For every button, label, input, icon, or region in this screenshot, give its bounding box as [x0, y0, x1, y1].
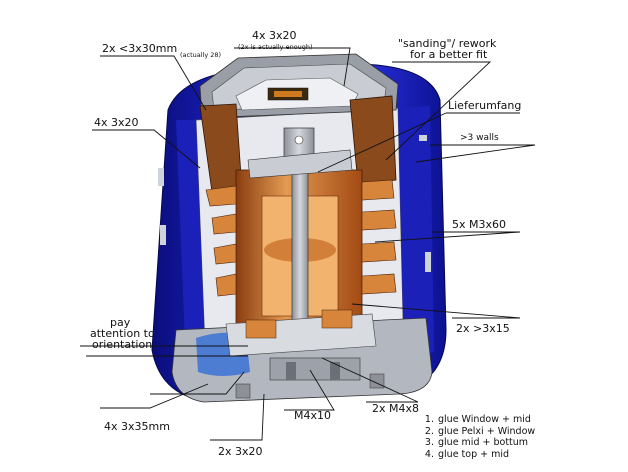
glue-step: 2.glue Pelxi + Window: [424, 425, 536, 437]
label-screw-top-left: 2x <3x30mm: [102, 42, 178, 55]
glue-step: 4.glue top + mid: [424, 448, 510, 460]
corner-blocks: [199, 95, 397, 193]
label-screw-top-mid-note: (2x is actually enough): [238, 43, 313, 51]
glue-step: 3.glue mid + bottum: [424, 437, 529, 448]
label-pay-line1: pay: [110, 316, 131, 329]
label-screw-bottom: 2x 3x20: [218, 445, 263, 458]
label-screw-top-left-note: (actually 28): [180, 51, 222, 59]
label-walls: >3 walls: [460, 133, 499, 143]
label-pay-line3: orientation: [92, 338, 153, 351]
leader-lines: [80, 47, 536, 441]
label-m4x8: 2x M4x8: [372, 402, 420, 415]
label-screw-top-mid: 4x 3x20: [252, 29, 297, 42]
label-sanding-line2: for a better fit: [410, 48, 488, 61]
central-rod: [247, 127, 353, 341]
label-lieferumfang: Lieferumfang: [448, 99, 522, 112]
glue-step: 1.glue Window + mid: [424, 414, 531, 425]
label-screw-right-low: 2x >3x15: [456, 322, 510, 335]
label-sanding-line1: "sanding"/ rework: [398, 37, 497, 50]
top-lid: [199, 53, 399, 119]
label-screw-left: 4x 3x20: [94, 116, 139, 129]
glue-steps-list: 1.glue Window + mid 2.glue Pelxi + Windo…: [420, 414, 535, 460]
label-screw-bottom-left: 4x 3x35mm: [104, 420, 170, 433]
label-m4x10: M4x10: [294, 409, 331, 422]
label-pay-line2: attention to: [90, 327, 155, 340]
label-m3: 5x M3x60: [452, 218, 507, 231]
